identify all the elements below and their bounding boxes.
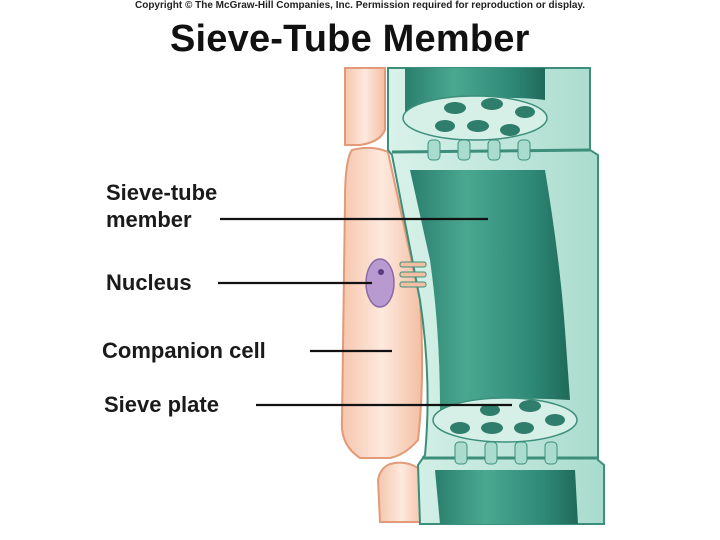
- label-sieve-tube-member-line2: member: [106, 207, 192, 232]
- label-sieve-plate: Sieve plate: [104, 392, 219, 417]
- label-nucleus: Nucleus: [106, 270, 192, 295]
- plasmodesmata: [399, 261, 427, 288]
- label-sieve-tube-member-line1: Sieve-tube: [106, 180, 218, 205]
- copyright-notice: Copyright © The McGraw-Hill Companies, I…: [134, 0, 586, 11]
- nucleus: [365, 258, 395, 308]
- label-companion-cell: Companion cell: [102, 338, 266, 363]
- sieve-plate-upper: [402, 95, 548, 161]
- diagram-title: Sieve-Tube Member: [170, 18, 530, 60]
- sieve-plate-lower: [432, 397, 578, 465]
